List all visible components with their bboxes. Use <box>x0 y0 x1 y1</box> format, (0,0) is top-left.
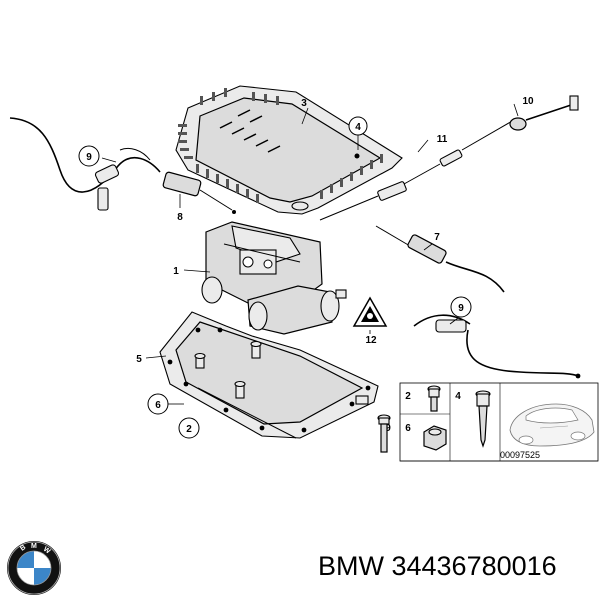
callout-3: 3 <box>301 98 307 109</box>
warning-triangle-icon <box>352 296 388 327</box>
bmw-roundel-icon: B M W <box>7 541 61 595</box>
nut-icon <box>423 425 447 451</box>
screw-icon <box>475 390 491 448</box>
selector-cable-11 <box>319 119 515 221</box>
callout-1: 1 <box>173 266 179 277</box>
inset-label-9: 9 <box>385 423 391 434</box>
cooling-fins <box>178 88 383 203</box>
callout-12: 12 <box>365 335 377 346</box>
bolt-small-icon <box>377 414 391 453</box>
inset-label-4: 4 <box>455 391 461 402</box>
cable-bracket-10 <box>509 95 579 131</box>
callout-4-circle <box>348 116 368 136</box>
callout-11: 11 <box>437 134 448 145</box>
callout-2-circle <box>178 417 200 439</box>
callout-5: 5 <box>136 354 142 365</box>
logo-letter-w: W <box>42 546 52 556</box>
oil-pan <box>159 311 379 439</box>
callout-6-a: 6 <box>155 400 161 411</box>
callout-4: 4 <box>355 122 361 133</box>
selector-cable-right <box>375 225 581 379</box>
car-location-icon <box>509 403 595 447</box>
logo-letter-b: B <box>19 544 27 553</box>
callout-10: 10 <box>522 96 534 107</box>
control-unit-housing <box>175 85 403 215</box>
callout-2-a: 2 <box>186 424 192 435</box>
callout-8: 8 <box>177 212 183 223</box>
inset-label-6: 6 <box>405 423 411 434</box>
fastener-inset: 2 4 9 6 00097 <box>377 382 599 462</box>
selector-cable-left <box>9 117 236 214</box>
callout-9-circle-a <box>78 145 100 167</box>
part-number-label: BMW 34436780016 <box>318 551 557 581</box>
logo-letter-m: M <box>31 543 37 550</box>
bolt-icon <box>427 385 441 412</box>
callout-7: 7 <box>434 232 440 243</box>
actuator-block <box>201 221 347 335</box>
callout-labels: 3 4 11 10 9 8 1 7 9 12 5 6 2 <box>78 96 534 439</box>
callout-9-a: 9 <box>86 152 92 163</box>
diagram-code: 00097525 <box>500 450 540 460</box>
callout-9-b: 9 <box>458 303 464 314</box>
inset-label-2: 2 <box>405 391 411 402</box>
callout-6-circle <box>147 393 169 415</box>
callout-9-circle-b <box>450 296 472 318</box>
